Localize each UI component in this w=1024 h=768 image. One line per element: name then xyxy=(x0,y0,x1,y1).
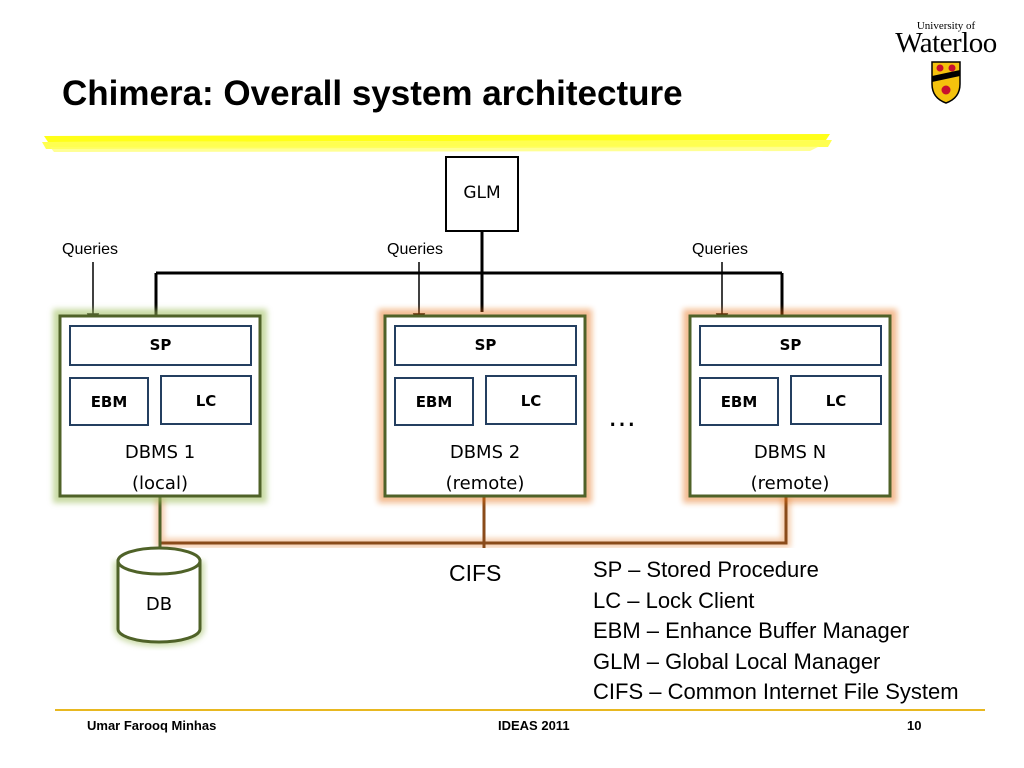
sp-label: SP xyxy=(474,336,497,354)
ebm-label: EBM xyxy=(90,393,128,411)
logo-big-text: Waterloo xyxy=(895,27,997,59)
sp-label: SP xyxy=(779,336,802,354)
dbms-location: (remote) xyxy=(750,473,830,494)
queries-label-1: Queries xyxy=(62,241,119,258)
lc-label: LC xyxy=(825,392,847,410)
legend: SP – Stored Procedure LC – Lock Client E… xyxy=(593,555,959,708)
sp-label: SP xyxy=(149,336,172,354)
queries-label-2: Queries xyxy=(387,241,444,258)
glm-label: GLM xyxy=(463,183,501,203)
dbms-name: DBMS 1 xyxy=(124,442,196,463)
ebm-label: EBM xyxy=(415,393,453,411)
slide-title: Chimera: Overall system architecture xyxy=(62,74,683,113)
legend-item: CIFS – Common Internet File System xyxy=(593,679,959,705)
dbms-n-label: DBMS N (remote) xyxy=(690,437,890,499)
legend-item: EBM – Enhance Buffer Manager xyxy=(593,618,910,644)
lc-label: LC xyxy=(195,392,217,410)
legend-item: LC – Lock Client xyxy=(593,587,755,613)
logo-small-text: University of xyxy=(916,20,976,32)
legend-item: SP – Stored Procedure xyxy=(593,557,819,582)
legend-item: GLM – Global Local Manager xyxy=(593,648,881,674)
footer-event: IDEAS 2011 xyxy=(498,718,570,733)
db-label: DB xyxy=(145,594,173,615)
db-cylinder xyxy=(113,546,205,647)
footer-divider xyxy=(55,709,985,711)
lc-label: LC xyxy=(520,392,542,410)
cifs-label: CIFS xyxy=(449,560,502,586)
dbms-location: (remote) xyxy=(445,473,525,494)
dbms-name: DBMS 2 xyxy=(449,442,521,463)
footer-page-number: 10 xyxy=(907,718,922,733)
dbms-name: DBMS N xyxy=(753,442,827,463)
title-underline-highlight xyxy=(42,134,832,152)
glm-box xyxy=(445,156,519,232)
ellipsis: … xyxy=(608,400,638,433)
university-logo: University of Waterloo xyxy=(884,20,1014,108)
dbms-2-label: DBMS 2 (remote) xyxy=(385,437,585,499)
shield-icon xyxy=(931,61,961,104)
queries-label-3: Queries xyxy=(692,241,749,258)
cifs-bus xyxy=(155,497,791,550)
footer-author: Umar Farooq Minhas xyxy=(87,718,217,733)
ebm-label: EBM xyxy=(720,393,758,411)
dbms-location: (local) xyxy=(132,473,188,494)
dbms-1-label: DBMS 1 (local) xyxy=(60,437,260,499)
